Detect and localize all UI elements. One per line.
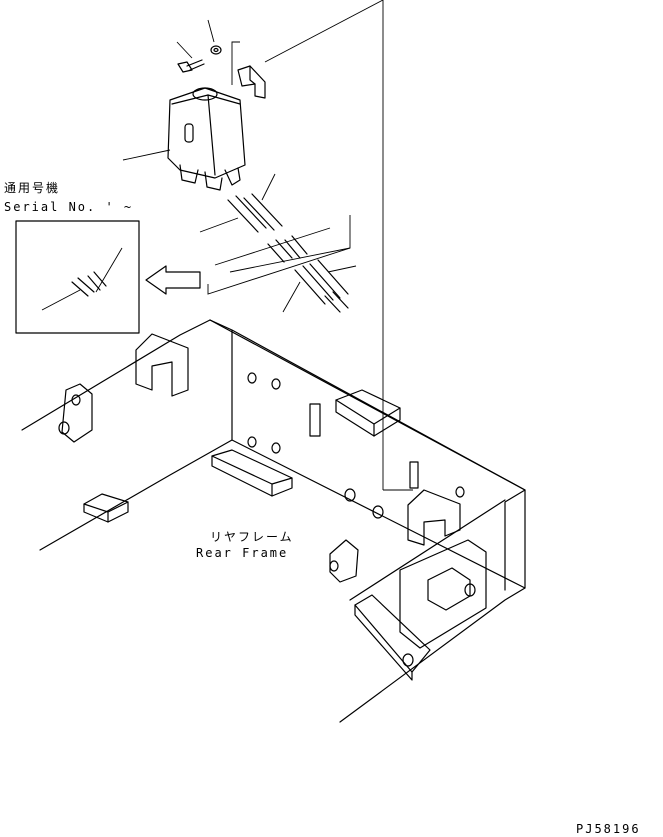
hinge-left (58, 383, 93, 443)
block (83, 493, 129, 523)
hoses (227, 193, 349, 313)
reservoir-tank (167, 87, 246, 191)
inset-detail (15, 220, 140, 334)
applicable-serial-jp: 通用号機 (4, 180, 60, 195)
drawing-id: PJ58196 (576, 822, 641, 836)
clamp-left (135, 333, 189, 397)
rubber-pad (211, 449, 293, 497)
stud-small (309, 403, 419, 489)
bracket (237, 65, 266, 99)
leader-lines (95, 0, 413, 491)
rear-frame-label-en: Rear Frame (196, 546, 288, 560)
frame-opening (399, 539, 487, 649)
bolt (177, 59, 205, 73)
hinge-right (329, 539, 359, 583)
step-plate (354, 594, 431, 681)
mount-plate (335, 389, 401, 437)
arrow-to-inset (145, 265, 201, 295)
rear-frame-label-jp: リヤフレーム (210, 530, 294, 544)
applicable-serial-en: Serial No. ' ~ (4, 200, 133, 214)
washer (210, 45, 222, 55)
rear-frame (21, 319, 526, 723)
clamp-right (407, 489, 461, 546)
